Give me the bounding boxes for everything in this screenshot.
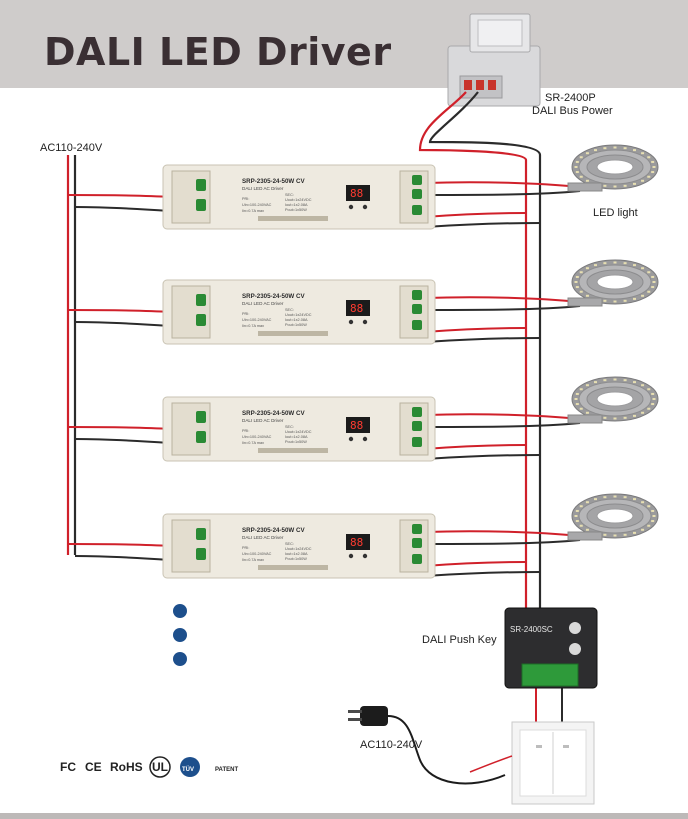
bus-power-model-label: SR-2400P <box>545 92 596 104</box>
certification-logo: UL <box>149 756 171 778</box>
driver-spec-text: SEC: <box>285 308 294 312</box>
driver-spec-text: PRI: <box>242 197 249 201</box>
driver-model-text: SRP-2305-24-50W CV <box>242 410 305 417</box>
led-strip-reel <box>567 144 659 192</box>
driver-display-digits: 88 <box>350 187 363 200</box>
certification-logo-text: PATENT <box>215 767 238 773</box>
certification-logo-text: RoHS <box>110 760 143 774</box>
driver-spec-text: PRI: <box>242 429 249 433</box>
led-strip-reel <box>567 376 659 424</box>
push-key-model: SR-2400SC <box>510 625 553 634</box>
driver-spec-text: Iin=0.7A max <box>242 441 264 445</box>
driver-subtitle-text: DALI LED AC Driver <box>242 535 284 540</box>
footer-bar <box>0 813 688 819</box>
driver-spec-text: Iin=0.7A max <box>242 324 264 328</box>
driver-spec-text: Uin=100-240VAC <box>242 318 272 322</box>
driver-display-digits: 88 <box>350 302 363 315</box>
driver-spec-text: PRI: <box>242 546 249 550</box>
driver-subtitle-text: DALI LED AC Driver <box>242 186 284 191</box>
driver-spec-text: PRI: <box>242 312 249 316</box>
push-key-label: DALI Push Key <box>422 634 497 646</box>
driver-spec-text: Uout=1x24VDC <box>285 430 312 434</box>
driver-spec-text: Iin=0.7A max <box>242 558 264 562</box>
certification-logo-text: TÜV <box>182 766 194 773</box>
driver-model-text: SRP-2305-24-50W CV <box>242 293 305 300</box>
wall-switch <box>511 721 595 805</box>
led-strip-reel <box>567 259 659 307</box>
certification-logo: PATENT <box>215 767 238 773</box>
certification-logo-text: CE <box>85 760 102 774</box>
driver-spec-text: Iout=1x2.08A <box>285 318 308 322</box>
certification-logo-text: UL <box>152 760 168 774</box>
driver-spec-text: Iout=1x2.08A <box>285 435 308 439</box>
driver-spec-text: SEC: <box>285 542 294 546</box>
driver-spec-text: Uout=1x24VDC <box>285 313 312 317</box>
dali-push-key-module: SR-2400SC <box>504 607 598 689</box>
certification-logo: TÜV <box>180 757 200 777</box>
driver-spec-text: SEC: <box>285 425 294 429</box>
driver-spec-text: Pout=1x50W <box>285 323 307 327</box>
driver-spec-text: Uout=1x24VDC <box>285 198 312 202</box>
certification-logo: RoHS <box>110 760 143 774</box>
page-title: DALI LED Driver <box>44 30 392 74</box>
driver-spec-text: Uin=100-240VAC <box>242 552 272 556</box>
dali-bus-power-unit <box>447 13 541 107</box>
continuation-dot <box>173 652 187 666</box>
led-light-label: LED light <box>593 207 638 219</box>
certification-logo: CE <box>85 760 102 774</box>
led-strip-reel <box>567 493 659 541</box>
driver-display-digits: 88 <box>350 419 363 432</box>
ac-input-label-bottom: AC110-240V <box>360 739 423 751</box>
header-band <box>0 0 688 88</box>
power-plug <box>348 706 513 785</box>
driver-spec-text: Uout=1x24VDC <box>285 547 312 551</box>
certification-logo: FC <box>60 760 76 774</box>
ac-input-label-top: AC110-240V <box>40 142 103 154</box>
wires-layer <box>66 91 581 722</box>
driver-spec-text: SEC: <box>285 193 294 197</box>
driver-display-digits: 88 <box>350 536 363 549</box>
driver-spec-text: Uin=100-240VAC <box>242 435 272 439</box>
bus-power-name-label: DALI Bus Power <box>532 105 613 117</box>
driver-subtitle-text: DALI LED AC Driver <box>242 418 284 423</box>
driver-model-text: SRP-2305-24-50W CV <box>242 178 305 185</box>
certification-logos: FC CE RoHS UL TÜV PATENT <box>60 756 238 778</box>
driver-spec-text: Iin=0.7A max <box>242 209 264 213</box>
driver-spec-text: Pout=1x50W <box>285 208 307 212</box>
driver-subtitle-text: DALI LED AC Driver <box>242 301 284 306</box>
led-strips-layer <box>567 144 659 541</box>
continuation-dot <box>173 628 187 642</box>
driver-spec-text: Iout=1x2.08A <box>285 552 308 556</box>
continuation-dot <box>173 604 187 618</box>
driver-spec-text: Pout=1x50W <box>285 440 307 444</box>
driver-model-text: SRP-2305-24-50W CV <box>242 527 305 534</box>
driver-spec-text: Iout=1x2.08A <box>285 203 308 207</box>
driver-spec-text: Pout=1x50W <box>285 557 307 561</box>
certification-logo-text: FC <box>60 760 76 774</box>
driver-spec-text: Uin=100-240VAC <box>242 203 272 207</box>
